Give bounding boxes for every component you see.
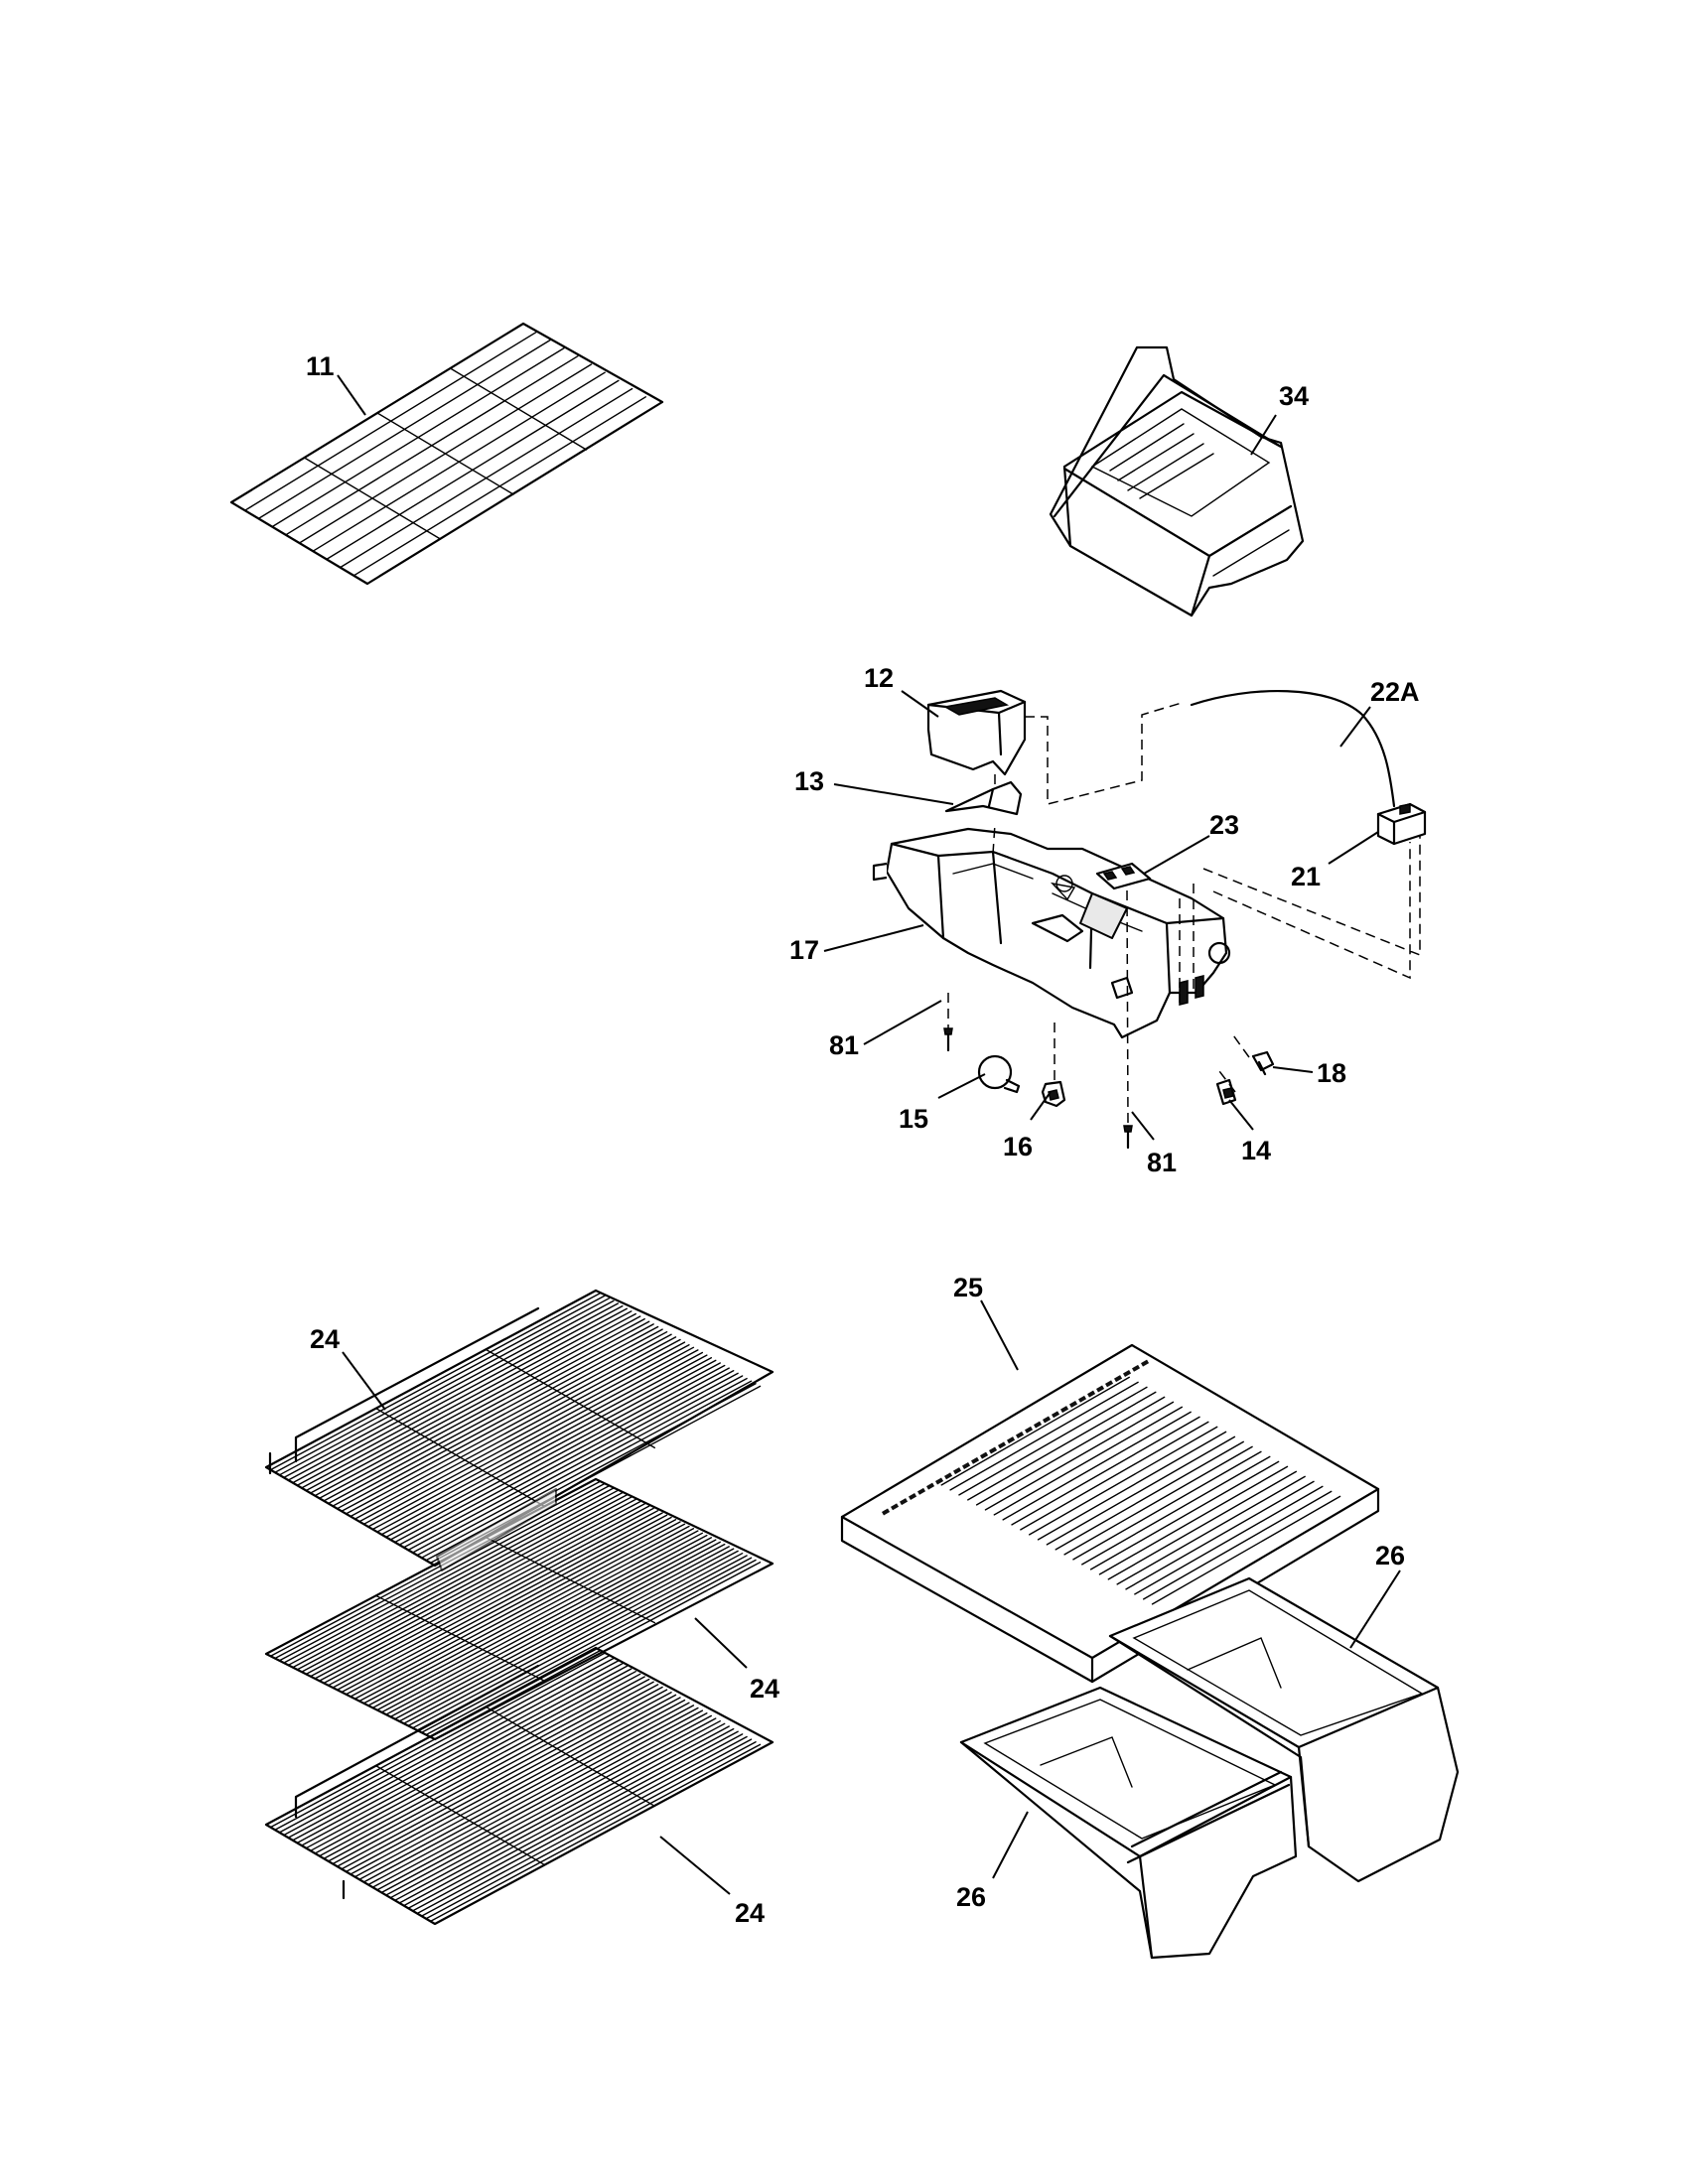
callout-18: 18: [1317, 1058, 1346, 1088]
callout-12: 12: [864, 663, 894, 693]
control-knob-part-18: [1251, 1050, 1275, 1076]
thermostat-part-21: [1376, 802, 1427, 846]
light-socket-part-16: [1041, 1080, 1066, 1108]
callout-81-upper: 81: [829, 1030, 859, 1060]
callouts: 11 34 12 22A 13 23 21 17 81 18 15 16 14 …: [306, 351, 1420, 1928]
callout-23: 23: [1209, 810, 1239, 840]
light-shield-part-13: [944, 780, 1023, 816]
light-control-assembly: [872, 689, 1427, 1150]
callout-24-bottom: 24: [735, 1898, 765, 1928]
crisper-cover-part-25: [840, 1343, 1380, 1684]
screw-part-81-lower: [1123, 1125, 1133, 1150]
light-cover-part-12: [926, 689, 1027, 776]
control-board-part-23: [1095, 862, 1152, 890]
callout-24-top: 24: [310, 1324, 340, 1354]
callout-14: 14: [1241, 1136, 1271, 1165]
light-switch-part-14: [1215, 1078, 1237, 1106]
callout-25: 25: [953, 1273, 983, 1302]
assembly-lines: [947, 702, 1421, 1125]
callout-24-middle: 24: [750, 1674, 779, 1704]
callout-17: 17: [789, 935, 819, 965]
crisper-drawers-part-26: [959, 1576, 1460, 1960]
ice-bin-part-34: [1049, 345, 1305, 617]
callout-81-lower: 81: [1147, 1148, 1177, 1177]
wire-shelves-part-24: [264, 1289, 774, 1926]
callout-21: 21: [1291, 862, 1321, 891]
callout-11: 11: [306, 351, 335, 381]
callout-22a: 22A: [1370, 677, 1420, 707]
screw-part-81-upper: [943, 1027, 953, 1052]
light-housing-part-17: [872, 827, 1231, 1039]
wire-shelf-part-11: [229, 322, 664, 586]
callout-16: 16: [1003, 1132, 1033, 1161]
callout-34: 34: [1279, 381, 1309, 411]
callout-15: 15: [899, 1104, 928, 1134]
capillary-tube-part-22a: [1190, 689, 1396, 808]
callout-26-front: 26: [956, 1882, 986, 1912]
callout-26-back: 26: [1375, 1541, 1405, 1570]
light-bulb-part-15: [977, 1054, 1021, 1094]
callout-13: 13: [794, 766, 824, 796]
